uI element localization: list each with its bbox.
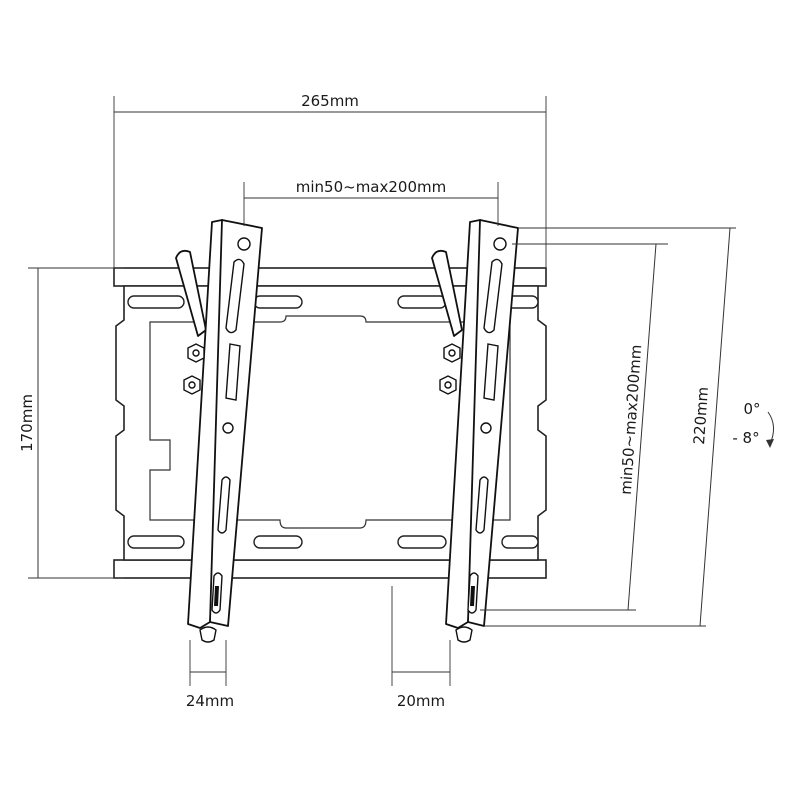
plate-inner-outline (149, 315, 511, 529)
dimension-wall-distance: 20mm (391, 586, 451, 710)
overall-width-label: 265mm (301, 92, 359, 110)
right-arm-slot-upper (483, 258, 503, 334)
right-arm-hook (431, 249, 463, 337)
left-arm-slot-lower (217, 476, 231, 534)
dimension-hole-spacing-horizontal: min50~max200mm (243, 178, 499, 226)
right-arm-slot-lower (475, 476, 489, 534)
left-arm-mid-hole (222, 422, 234, 434)
left-arm-slot-upper (225, 258, 245, 334)
plate-slot-top-mid-left (253, 295, 303, 309)
right-arm-bottom-knob (455, 626, 473, 643)
plate-slot-bottom-right (501, 535, 539, 549)
left-arm (175, 219, 263, 643)
left-arm-bottom-screw-shadow (214, 586, 219, 606)
plate-slot-top-left (127, 295, 185, 309)
right-arm-mid-hole (480, 422, 492, 434)
tilt-max-label: 0° (743, 400, 760, 418)
right-arm-bottom-screw-shadow (470, 586, 475, 606)
tilt-min-label: - 8° (732, 429, 759, 447)
arm-length-label: 220mm (690, 386, 712, 445)
right-arm-slot-middle (483, 343, 499, 401)
plate-slot-top-mid-right (397, 295, 447, 309)
wall-distance-label: 20mm (397, 692, 445, 710)
plate-slot-bottom-mid-right (397, 535, 447, 549)
left-arm-hook (175, 249, 207, 337)
dimension-plate-height: 170mm (18, 267, 124, 579)
right-arm-bolt-upper (443, 343, 461, 363)
dimension-overall-width: 265mm (113, 92, 547, 268)
left-arm-slot-middle (225, 343, 241, 401)
right-arm-bolt-lower (439, 375, 457, 395)
dimension-arm-length: 220mm (484, 227, 736, 627)
plate-slot-bottom-mid-left (253, 535, 303, 549)
plate-slot-bottom-left (127, 535, 185, 549)
arm-width-label: 24mm (186, 692, 234, 710)
hole-spacing-horizontal-label: min50~max200mm (296, 178, 446, 196)
dimension-arm-width: 24mm (186, 640, 234, 710)
left-arm-bolt-lower (183, 375, 201, 395)
hole-spacing-vertical-label: min50~max200mm (617, 344, 645, 495)
left-arm-bottom-knob (199, 626, 217, 643)
plate-height-label: 170mm (18, 394, 36, 452)
left-arm-top-hole (237, 237, 251, 251)
tilt-annotation: 0° - 8° (732, 400, 774, 448)
right-arm-top-hole (493, 237, 507, 251)
left-arm-bolt-upper (187, 343, 205, 363)
tilt-arrow-icon (766, 439, 774, 448)
